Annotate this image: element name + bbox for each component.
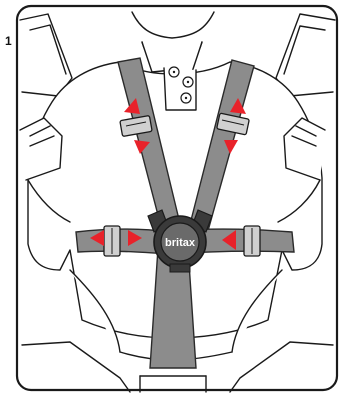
buckle-brand-text: britax: [165, 237, 196, 249]
right-lap-adjuster: [244, 226, 260, 256]
left-lap-adjuster: [104, 226, 120, 256]
